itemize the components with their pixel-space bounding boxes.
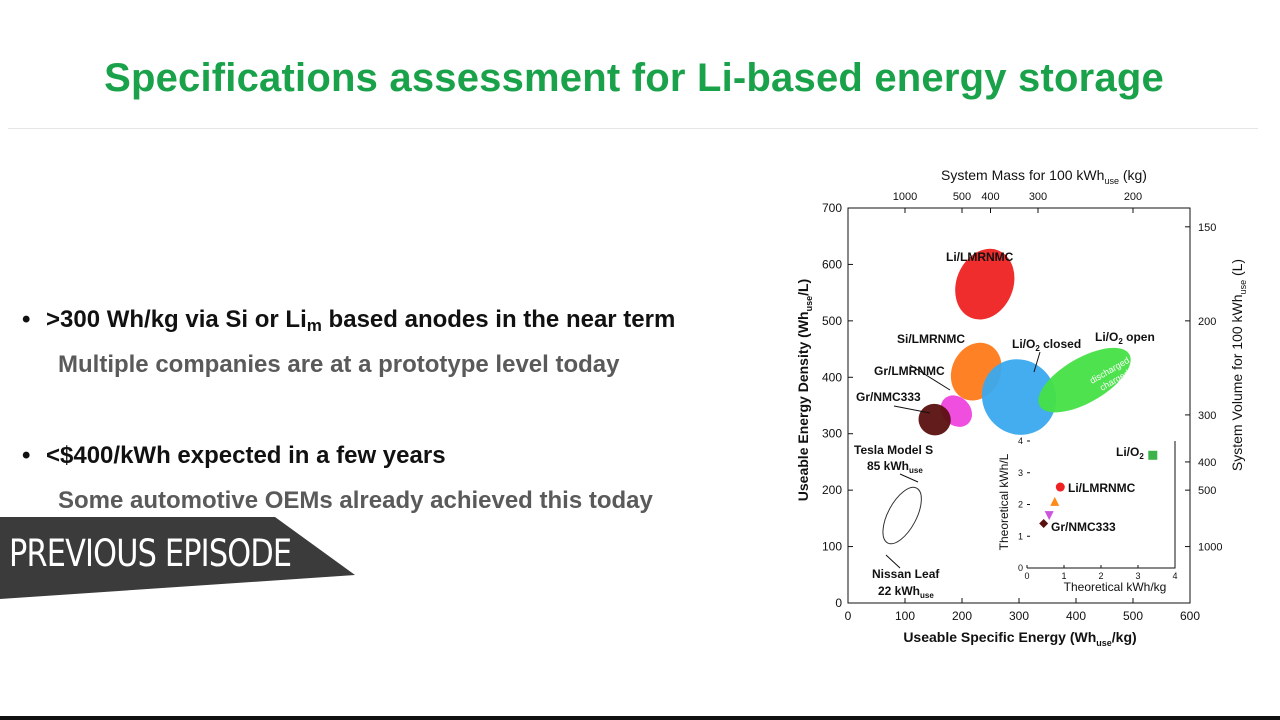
label-tesla-capacity: 85 kWhuse <box>867 459 923 475</box>
y-tick-label: 700 <box>822 201 842 215</box>
inset-axes <box>1026 440 1176 569</box>
inset-label-li-lmrnmc: Li/LMRNMC <box>1068 481 1136 495</box>
inset-x-axis-label: Theoretical kWh/kg <box>1064 580 1167 594</box>
right-tick-label: 500 <box>1198 485 1216 497</box>
y-tick-label: 200 <box>822 483 842 497</box>
inset-point-circle <box>1055 482 1065 492</box>
bullet-anodes-detail: Multiple companies are at a prototype le… <box>58 351 620 378</box>
x-tick-label: 600 <box>1180 609 1200 623</box>
leader-tesla <box>899 473 919 483</box>
label-lio2-closed: Li/O2 closed <box>1012 337 1081 353</box>
leader-gr-nmc333 <box>893 405 931 414</box>
inset-point-square <box>1148 450 1158 460</box>
top-axis-label: System Mass for 100 kWhuse (kg) <box>941 167 1147 186</box>
inset-x-tick-label: 1 <box>1061 571 1066 581</box>
right-tick-label: 300 <box>1198 410 1216 422</box>
inset-point-triangle-down <box>1044 511 1054 521</box>
bullet-anodes: • >300 Wh/kg via Si or Lim based anodes i… <box>22 306 676 335</box>
y-tick-label: 100 <box>822 540 842 554</box>
x-axis-label: Useable Specific Energy (Whuse/kg) <box>903 629 1136 648</box>
inset-label-gr-nmc333: Gr/NMC333 <box>1051 520 1116 534</box>
bullet-cost: • <$400/kWh expected in a few years <box>22 442 446 470</box>
bullet-anodes-subscript: m <box>306 316 322 335</box>
top-tick-label: 400 <box>981 191 999 203</box>
theoretical-inset: 0 1 2 3 4 0 1 2 3 4 Theoretical kWh/kg Theoretica… <box>997 436 1178 594</box>
label-si-lmrnmc: Si/LMRNMC <box>897 332 965 346</box>
top-tick-label: 300 <box>1029 191 1047 203</box>
banner-shape <box>0 517 355 599</box>
label-leaf-capacity: 22 kWhuse <box>878 584 934 600</box>
inset-y-tick-label: 4 <box>1018 436 1023 446</box>
inset-point-triangle-up <box>1050 496 1060 506</box>
y-axis-label: Useable Energy Density (Whuse/L) <box>795 279 814 501</box>
y-tick-label: 600 <box>822 257 842 271</box>
region-li-o-4 <box>981 359 1057 435</box>
label-lio2-open: Li/O2 open <box>1095 330 1155 346</box>
inset-label-lio2: Li/O2 <box>1116 445 1144 461</box>
leader-leaf <box>885 554 901 569</box>
inset-points <box>1039 450 1158 529</box>
bullet-anodes-prefix: >300 Wh/kg via Si or Li <box>46 306 307 333</box>
inset-ticks: 0 1 2 3 4 0 1 2 3 4 <box>1018 436 1178 581</box>
region-tesla-model-s-6 <box>882 486 922 545</box>
label-nissan-leaf: Nissan Leaf <box>872 567 940 581</box>
x-axis-ticks: 0 100 200 300 400 500 600 <box>845 598 1200 623</box>
title-divider <box>8 128 1258 129</box>
inset-x-tick-label: 0 <box>1024 571 1029 581</box>
y-tick-label: 400 <box>822 370 842 384</box>
leader-lio2-closed <box>1033 351 1041 373</box>
x-tick-label: 100 <box>895 609 915 623</box>
right-axis-label: System Volume for 100 kWhuse (L) <box>1229 259 1248 471</box>
right-tick-label: 150 <box>1198 222 1216 234</box>
bullet-dot: • <box>22 442 31 469</box>
inset-y-tick-label: 2 <box>1018 500 1023 510</box>
x-tick-label: 200 <box>952 609 972 623</box>
inset-y-tick-label: 1 <box>1018 531 1023 541</box>
inset-point-diamond <box>1039 519 1049 529</box>
x-tick-label: 0 <box>845 609 852 623</box>
bullet-anodes-suffix: based anodes in the near term <box>321 306 676 333</box>
y-axis-ticks: 0 100 200 300 400 500 600 700 <box>822 201 853 610</box>
right-tick-label: 200 <box>1198 316 1216 328</box>
top-tick-label: 500 <box>953 191 971 203</box>
bullet-dot: • <box>22 306 31 333</box>
right-tick-label: 1000 <box>1198 542 1222 554</box>
previous-episode-label[interactable]: PREVIOUS EPISODE <box>9 532 292 575</box>
region-li-o-5 <box>1038 347 1131 413</box>
label-gr-lmrnmc: Gr/LMRNMC <box>874 364 945 378</box>
bullet-cost-detail: Some automotive OEMs already achieved th… <box>58 487 653 514</box>
label-gr-nmc333: Gr/NMC333 <box>856 390 921 404</box>
right-tick-label: 400 <box>1198 457 1216 469</box>
region-li-lmrnmc-0 <box>955 248 1015 320</box>
inset-y-tick-label: 0 <box>1018 563 1023 573</box>
label-li-lmrnmc: Li/LMRNMC <box>946 250 1014 264</box>
slide-title: Specifications assessment for Li-based e… <box>104 56 1164 100</box>
inset-x-tick-label: 4 <box>1172 571 1177 581</box>
x-tick-label: 400 <box>1066 609 1086 623</box>
x-tick-label: 300 <box>1009 609 1029 623</box>
label-tesla-model: Tesla Model S <box>854 443 933 457</box>
bullet-cost-text: <$400/kWh expected in a few years <box>46 442 446 469</box>
x-tick-label: 500 <box>1123 609 1143 623</box>
top-axis-ticks: 1000 500 400 300 200 <box>893 191 1142 213</box>
previous-episode-banner[interactable] <box>0 517 355 599</box>
leader-gr-lmrnmc <box>909 364 951 391</box>
y-tick-label: 300 <box>822 427 842 441</box>
inset-y-axis-label: Theoretical kWh/L <box>997 453 1011 550</box>
y-tick-label: 0 <box>835 596 842 610</box>
chemistry-regions <box>882 248 1131 545</box>
right-axis-ticks: 150 200 300 400 500 1000 <box>1185 222 1222 554</box>
top-tick-label: 200 <box>1124 191 1142 203</box>
top-tick-label: 1000 <box>893 191 917 203</box>
bottom-bar <box>0 716 1280 720</box>
y-tick-label: 500 <box>822 314 842 328</box>
inset-y-tick-label: 3 <box>1018 468 1023 478</box>
region-gr-nmc333-3 <box>918 403 951 436</box>
inset-x-tick-label: 2 <box>1098 571 1103 581</box>
inset-x-tick-label: 3 <box>1135 571 1140 581</box>
